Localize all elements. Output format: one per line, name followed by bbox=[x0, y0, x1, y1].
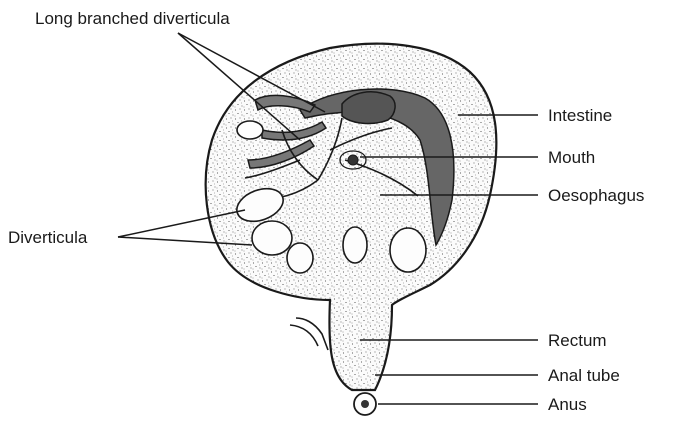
label-intestine: Intestine bbox=[548, 106, 612, 125]
rectum-side-tube bbox=[290, 318, 328, 350]
label-mouth: Mouth bbox=[548, 148, 595, 167]
label-long-branched-diverticula: Long branched diverticula bbox=[35, 9, 230, 28]
label-rectum: Rectum bbox=[548, 331, 607, 350]
mouth-spot bbox=[348, 155, 358, 165]
label-anus: Anus bbox=[548, 395, 587, 414]
buccal-mass bbox=[342, 92, 395, 124]
label-diverticula: Diverticula bbox=[8, 228, 88, 247]
label-anal-tube: Anal tube bbox=[548, 366, 620, 385]
anus-icon bbox=[354, 393, 376, 415]
label-oesophagus: Oesophagus bbox=[548, 186, 644, 205]
